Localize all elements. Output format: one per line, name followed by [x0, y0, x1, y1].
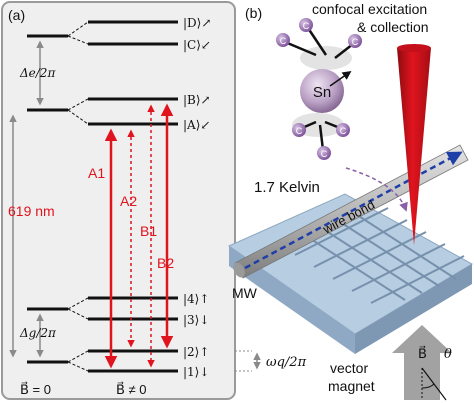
laser-cone-top — [397, 44, 431, 52]
label-level-A: |A⟩↙ — [183, 118, 210, 132]
bond-3 — [334, 43, 354, 59]
field-nonzero-label: B⃗ ≠ 0 — [116, 382, 147, 397]
delta-g-label: Δg/2π — [19, 326, 57, 340]
carbon-atom: C — [276, 33, 290, 47]
vacancy-cloud-top — [300, 46, 352, 70]
zoom-arrow — [345, 167, 408, 212]
vector-label: vector — [330, 360, 368, 376]
substrate-right-face — [355, 264, 472, 354]
wavelength-label: 619 nm — [8, 203, 55, 219]
carbon-atoms: C C C C C C — [276, 18, 362, 160]
level-split-C-connector — [67, 35, 89, 45]
current-arrow — [244, 151, 463, 270]
spin-arrow — [329, 70, 352, 87]
label-level-2: |2⟩↑ — [183, 345, 209, 359]
panel-a-label: (a) — [8, 7, 25, 23]
carbon-atom: C — [348, 34, 362, 48]
delta-e-label: Δe/2π — [19, 66, 56, 80]
level-split-4-connector — [67, 297, 89, 310]
sn-atom — [300, 69, 344, 113]
omega-q-label: ωq/2π — [266, 355, 307, 370]
level-split-1-connector — [67, 361, 89, 372]
carbon-atom: C — [317, 146, 331, 160]
svg-text:C: C — [340, 126, 347, 136]
bond-1 — [284, 40, 317, 57]
transition-A2-label: A2 — [120, 193, 137, 209]
mw-label: MW — [232, 285, 258, 301]
vector-magnet-arrow — [392, 325, 452, 400]
svg-text:C: C — [352, 37, 359, 47]
transition-B2-label: B2 — [157, 255, 174, 271]
carbon-atom: C — [336, 123, 350, 137]
panel-a-frame — [1, 1, 236, 400]
laser-cone — [397, 48, 431, 245]
magnet-label: magnet — [328, 378, 375, 394]
transition-A1-label: A1 — [88, 165, 105, 181]
label-level-C: |C⟩↙ — [183, 38, 211, 52]
label-level-1: |1⟩↓ — [183, 365, 209, 379]
sn-label: Sn — [313, 84, 331, 101]
optical-transitions — [104, 103, 174, 369]
bond-2 — [306, 27, 328, 56]
transition-B1-label: B1 — [140, 223, 157, 239]
magnetic-field-label: B⃗ — [418, 346, 427, 361]
svg-text:C: C — [321, 149, 328, 159]
carbon-atom: C — [299, 18, 313, 32]
level-split-D-connector — [67, 21, 89, 37]
level-split-3-connector — [67, 308, 89, 320]
temperature-label: 1.7 Kelvin — [254, 179, 320, 196]
field-zero-label: B⃗ = 0 — [20, 382, 51, 397]
level-split-2-connector — [67, 350, 89, 363]
microstructure-grid — [294, 207, 465, 304]
svg-text:C: C — [303, 21, 310, 31]
bond-6 — [318, 124, 325, 151]
collection-label: & collection — [357, 19, 429, 35]
substrate-left-face — [229, 246, 355, 354]
excitation-label: confocal excitation — [312, 1, 427, 17]
level-split-A-connector — [67, 109, 89, 125]
carbon-atom: C — [292, 123, 306, 137]
theta-label: θ — [444, 347, 452, 362]
label-level-3: |3⟩↓ — [183, 313, 209, 327]
svg-text:C: C — [280, 36, 287, 46]
svg-text:C: C — [296, 126, 303, 136]
level-split-B-connector — [67, 98, 89, 111]
label-level-4: |4⟩↑ — [183, 292, 209, 306]
sn-vacancy-molecule: C C C C C C Sn — [276, 18, 362, 160]
theta-arc — [421, 383, 435, 389]
panel-b-label: (b) — [245, 5, 262, 21]
diamond-substrate — [227, 193, 474, 354]
label-level-D: |D⟩↗ — [183, 16, 211, 30]
label-level-B: |B⟩↗ — [183, 93, 211, 107]
